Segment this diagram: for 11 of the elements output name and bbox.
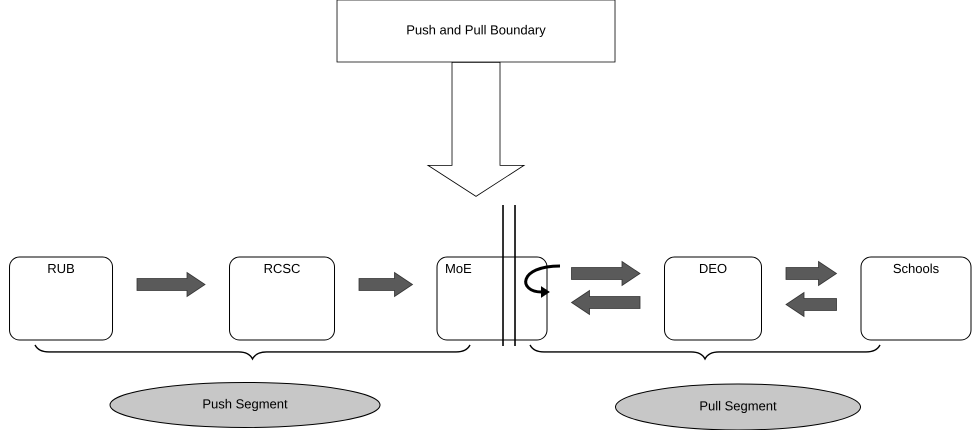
- process-box: Schools: [860, 256, 972, 340]
- hollow-arrow: [426, 62, 526, 197]
- block-arrow: [571, 260, 641, 286]
- block-arrow: [358, 272, 414, 298]
- process-box: MoE: [436, 256, 548, 340]
- block-arrow: [786, 260, 838, 286]
- process-box: RUB: [9, 256, 114, 340]
- block-arrow: [136, 272, 206, 298]
- process-box: RCSC: [229, 256, 335, 340]
- boundary-box: Push and Pull Boundary: [336, 0, 616, 62]
- process-box: DEO: [664, 256, 762, 340]
